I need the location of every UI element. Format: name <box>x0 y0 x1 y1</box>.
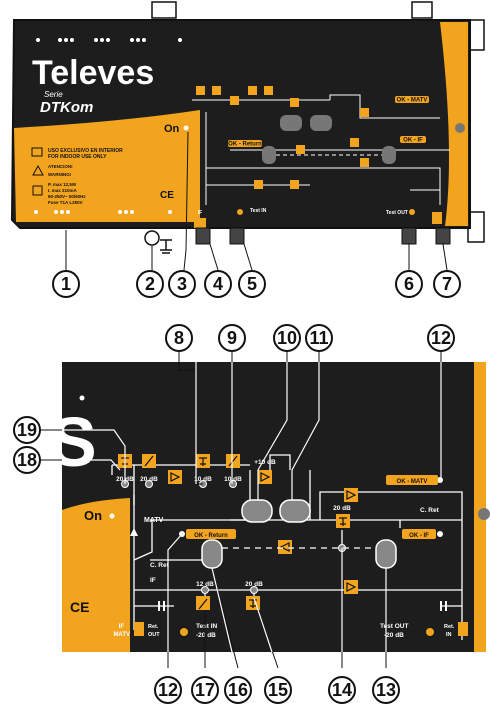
series-word: Serie <box>44 90 63 99</box>
test-in-line-2: -20 dB <box>196 632 216 639</box>
series-name: DTKom <box>40 99 93 116</box>
callout-16: 16 <box>228 680 248 700</box>
ok-matv-label: OK - MATV <box>397 479 428 485</box>
if-matv-left-line-1: IF <box>119 624 125 630</box>
svg-text:Test IN: Test IN <box>250 208 267 214</box>
callout-14: 14 <box>332 680 352 700</box>
callout-6: 6 <box>404 274 414 294</box>
callout-8: 8 <box>174 328 184 348</box>
if-matv-left-line-2: MATV <box>113 632 130 638</box>
test-in-line-1: Test IN <box>196 623 217 630</box>
callout-12-bottom: 12 <box>158 680 178 700</box>
power-line-1: P. max 12,5W <box>48 182 77 187</box>
callout-7: 7 <box>442 274 452 294</box>
callout-2: 2 <box>145 274 155 294</box>
callout-13: 13 <box>376 680 396 700</box>
ret-out-line-2: OUT <box>148 632 160 638</box>
brand-letter-s: S <box>50 403 97 481</box>
ok-if-label: OK - IF <box>409 533 429 539</box>
brand-logo: Televes <box>32 54 154 92</box>
svg-text:IF: IF <box>198 210 202 216</box>
callouts-top: 1 2 3 4 5 6 7 <box>53 271 460 297</box>
ret-out-line-1: Ret. <box>148 624 159 630</box>
power-line-2: I. max 210mA <box>48 188 78 193</box>
svg-text:Test OUT: Test OUT <box>386 210 408 216</box>
indoor-warning-line-2: FOR INDOOR USE ONLY <box>48 154 107 160</box>
ce-mark: CE <box>160 190 174 201</box>
ret-in-line-2: IN <box>446 632 452 638</box>
callout-10: 10 <box>277 328 297 348</box>
warning-label: WARNING! <box>48 172 72 177</box>
on-label: On <box>164 123 180 135</box>
db-label-14: 20 dB <box>333 505 351 512</box>
callout-15: 15 <box>268 680 288 700</box>
on-label-detail: On <box>84 508 102 523</box>
callout-18: 18 <box>17 450 37 470</box>
power-line-3: 90-250V~ 50/60Hz <box>48 194 86 199</box>
matv-label: MATV <box>144 517 164 524</box>
callout-4: 4 <box>213 274 223 294</box>
ce-mark-detail: CE <box>70 599 89 615</box>
c-ret-label-right: C. Ret <box>420 507 440 514</box>
callout-5: 5 <box>247 274 257 294</box>
plus10db-label: +10 dB <box>254 459 276 466</box>
svg-text:OK - Return: OK - Return <box>228 142 262 148</box>
ret-in-line-1: Ret. <box>444 624 455 630</box>
callout-19: 19 <box>17 420 37 440</box>
svg-text:OK - IF: OK - IF <box>403 138 423 144</box>
callout-9: 9 <box>227 328 237 348</box>
detail-view: S On CE MATV C <box>14 325 490 703</box>
c-ret-label-left: C. Ret <box>150 562 170 569</box>
svg-text:OK - MATV: OK - MATV <box>397 98 428 104</box>
callout-3: 3 <box>177 274 187 294</box>
test-out-line-1: Test OUT <box>380 623 408 630</box>
power-line-4: Fuse T1A L250V <box>48 200 83 205</box>
callout-12-top: 12 <box>431 328 451 348</box>
device-overview: Televes Serie DTKom On USO EXCLUSIVO EN … <box>12 2 484 297</box>
callout-11: 11 <box>309 328 328 348</box>
atencion-label: ATENCION! <box>48 164 73 169</box>
callout-1: 1 <box>61 274 71 294</box>
ok-return-label: OK - Return <box>194 533 228 539</box>
if-label: IF <box>150 577 156 584</box>
callout-17: 17 <box>195 680 215 700</box>
test-out-line-2: -20 dB <box>384 632 404 639</box>
